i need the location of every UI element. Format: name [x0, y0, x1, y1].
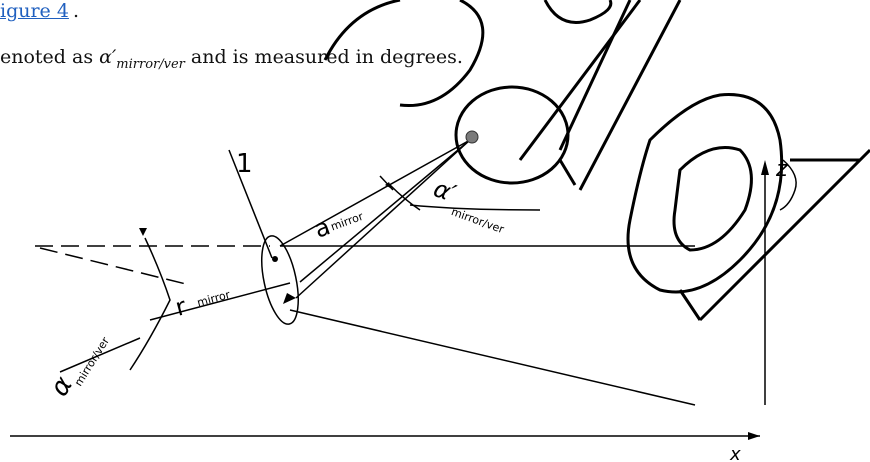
outline-letters	[323, 0, 870, 322]
caption-text: enoted as α′mirror/ver and is measured i…	[0, 46, 463, 72]
r-mirror-leader	[149, 282, 291, 321]
ray-upper	[279, 139, 471, 247]
z-axis-arrowhead	[761, 160, 769, 175]
alpha-leader	[59, 337, 141, 373]
alpha-arc	[129, 237, 171, 371]
alpha-main: α	[44, 371, 79, 401]
r-mirror-sub: mirror	[196, 288, 232, 309]
source-point	[465, 130, 479, 144]
ray-arrowhead	[283, 293, 296, 304]
mirror-ellipse	[261, 235, 299, 325]
alpha-prime-leader	[409, 204, 541, 211]
alpha-sub: mirror/ver	[72, 335, 112, 389]
dashed-inclined-line	[39, 247, 191, 286]
alpha-prime-main: α′	[430, 174, 460, 208]
r-mirror-main: r	[172, 292, 189, 322]
figure-link-suffix: .	[73, 0, 80, 22]
alpha-prime-arrowhead	[385, 182, 392, 189]
a-mirror-sub: mirror	[329, 210, 366, 234]
figure-4-link[interactable]: igure 4	[0, 0, 69, 22]
z-axis-label: z	[775, 157, 788, 182]
x-axis-arrowhead	[748, 432, 760, 440]
caption-prefix: enoted as	[0, 46, 100, 68]
caption-subscript: mirror/ver	[116, 56, 185, 72]
x-axis-label: x	[729, 444, 741, 462]
rotation-arc	[779, 159, 797, 211]
alpha-arrowhead-upper	[139, 228, 147, 236]
mirror-lower-line	[289, 309, 696, 406]
figure-link-text[interactable]: igure 4	[0, 0, 69, 22]
mirror-center-dot	[272, 256, 278, 262]
angle-arc-upper	[389, 184, 421, 211]
ray-middle	[299, 139, 471, 283]
label-1: 1	[236, 149, 253, 179]
ray-lower	[295, 139, 471, 299]
caption-symbol: α′	[99, 46, 117, 68]
label-1-leader	[228, 149, 273, 259]
